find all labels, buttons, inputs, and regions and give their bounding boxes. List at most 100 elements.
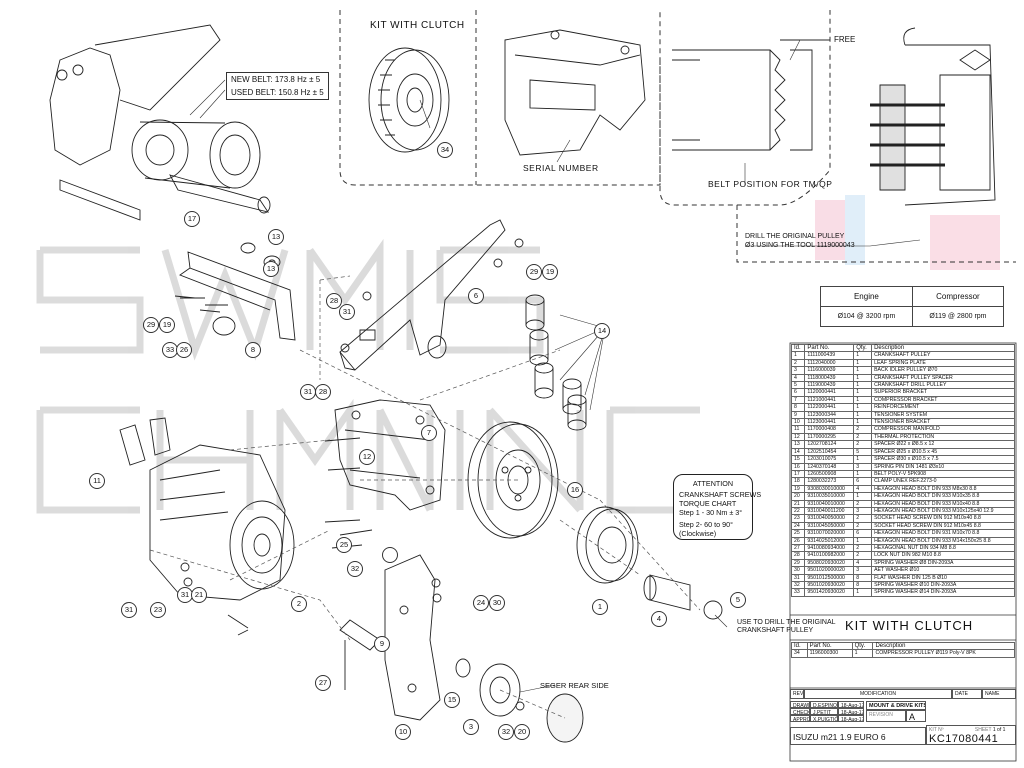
engine-compressor-table: Engine Compressor Ø104 @ 3200 rpm Ø119 @… — [820, 286, 1005, 327]
tb-kit-number: KC17080441 — [929, 733, 999, 745]
bom-cell-desc: LEAF SPRING PLATE — [871, 358, 1015, 368]
bom-cell-desc: SPACER Ø25 x Ø10.5 x 45 — [871, 447, 1015, 457]
bom-cell-id: 6 — [790, 388, 806, 397]
bom-cell-desc: HEXAGON HEAD BOLT DIN 933 M14x150x25 8.8 — [871, 536, 1015, 545]
watermark-colored — [815, 195, 1000, 270]
part-callout: 4 — [651, 611, 667, 627]
bom-cell-id: 26 — [790, 536, 806, 545]
part-callout: 29 — [526, 264, 542, 280]
bom-cell-qty: 2 — [853, 551, 873, 560]
compressor-bracket — [334, 399, 446, 511]
part-callout: 31 — [300, 384, 316, 400]
tb-division: MOUNT & DRIVE KITS — [866, 701, 926, 710]
bom-cell-part: 1280032273 — [804, 477, 855, 486]
part-callout: 13 — [263, 261, 279, 277]
bom-cell-id: 25 — [790, 529, 806, 538]
attention-title: ATTENTION — [692, 479, 734, 488]
tb-date: DATE — [952, 689, 982, 699]
tb-drawn-by: D.ESPINOSA — [810, 701, 838, 708]
bom-cell-part: 1170000295 — [804, 432, 855, 442]
part-callout: 15 — [444, 692, 460, 708]
kit-row-qty: 1 — [851, 649, 874, 658]
tb-rev: REV — [790, 689, 804, 699]
bom-cell-desc: THERMAL PROTECTION — [871, 432, 1015, 442]
bom-cell-qty: 3 — [853, 506, 873, 516]
bom-cell-desc: SPRING WASHER Ø10 DIN-2093A — [871, 580, 1015, 590]
part-callout: 31 — [121, 602, 137, 618]
part-callout: 6 — [468, 288, 484, 304]
bom-cell-desc: LOCK NUT DIN 982 M10 8.8 — [871, 551, 1015, 560]
tb-revision-label: REVISION — [866, 710, 906, 722]
tb-checked-label: CHECKED — [790, 708, 810, 715]
bom-cell-qty: 1 — [853, 395, 873, 405]
attention-line4: Step 2- 60 to 90° — [679, 520, 734, 529]
part-callout: 2 — [291, 596, 307, 612]
crankshaft-section — [870, 27, 996, 206]
drill-crank-line1: USE TO DRILL THE ORIGINAL — [737, 619, 836, 626]
bom-cell-part: 9308030010000 — [804, 484, 855, 494]
part-callout: 16 — [567, 482, 583, 498]
bom-cell-part: 9508020930020 — [804, 558, 855, 568]
bom-cell-qty: 2 — [853, 425, 873, 434]
part-callout: 17 — [184, 211, 200, 227]
bom-cell-part: 9310045050000 — [804, 521, 855, 531]
bom-cell-part: 1202510454 — [804, 447, 855, 457]
bom-cell-id: 9 — [790, 410, 806, 420]
bom-cell-qty: 5 — [853, 447, 873, 457]
spacers — [525, 294, 587, 431]
drill-note-line1: DRILL THE ORIGINAL PULLEY — [745, 233, 845, 240]
seger-note: SEGER REAR SIDE — [540, 681, 609, 690]
leader-lines — [189, 39, 921, 693]
bom-cell-desc: BACK IDLER PULLEY Ø70 — [871, 366, 1015, 375]
part-callout: 28 — [326, 293, 342, 309]
bom-cell-qty: 3 — [853, 462, 873, 471]
bom-cell-qty: 2 — [853, 432, 873, 442]
part-callout: 34 — [437, 142, 453, 158]
bom-cell-desc: SPACER Ø30 x Ø10.5 x 7.5 — [871, 455, 1015, 464]
bom-cell-id: 17 — [790, 469, 806, 479]
bom-cell-desc: COMPRESSOR BRACKET — [871, 395, 1015, 405]
bom-cell-desc: SOCKET HEAD SCREW DIN 912 M10x40 8.8 — [871, 514, 1015, 523]
part-callout: 26 — [176, 342, 192, 358]
part-callout: 1 — [592, 599, 608, 615]
part-callout — [382, 547, 398, 563]
bom-cell-desc: BELT POLY-V 5PK908 — [871, 469, 1015, 479]
kit-bom: Id. Part No. Qty. Description 34 1196000… — [791, 641, 1015, 658]
bom-cell-desc: COMPRESSOR MANIFOLD — [871, 425, 1015, 434]
bom-cell-id: 7 — [790, 395, 806, 405]
bom-cell-id: 10 — [790, 418, 806, 427]
clutch-pulley — [368, 47, 450, 153]
bom-cell-desc: HEXAGON HEAD BOLT DIN 933 M10x40 8.8 — [871, 499, 1015, 508]
tb-checked-by: J.PETIT — [810, 708, 838, 715]
attention-line3: Step 1 - 30 Nm ± 3° — [679, 508, 743, 517]
bom-cell-id: 16 — [790, 462, 806, 471]
tb-approved-by: X.PUIGTIÓ — [810, 715, 838, 722]
part-callout: 20 — [514, 724, 530, 740]
part-callout: 9 — [374, 636, 390, 652]
bom-cell-qty: 1 — [853, 536, 873, 545]
bom-cell-id: 12 — [790, 432, 806, 442]
sheet-frame — [789, 342, 1017, 762]
tb-drawn-label: DRAWN — [790, 701, 810, 708]
bom-cell-qty: 8 — [853, 580, 873, 590]
part-callout: 10 — [395, 724, 411, 740]
tb-modification: MODIFICATION — [804, 689, 952, 699]
bolts — [180, 238, 525, 711]
bom-cell-id: 27 — [790, 543, 806, 553]
bom-cell-desc: HEXAGON HEAD BOLT DIN 931 M10x70 8.8 — [871, 529, 1015, 538]
inset-title-kit: KIT WITH CLUTCH — [370, 20, 465, 31]
part-callout: 27 — [315, 675, 331, 691]
bom-cell-qty: 4 — [853, 484, 873, 494]
bom-cell-desc: HEXAGON HEAD BOLT DIN 933 M8x30 8.8 — [871, 484, 1015, 494]
tb-drawn-date: 18-Aug-17 — [838, 701, 864, 708]
used-belt-text: USED BELT: 150.8 Hz ± 5 — [231, 88, 324, 97]
